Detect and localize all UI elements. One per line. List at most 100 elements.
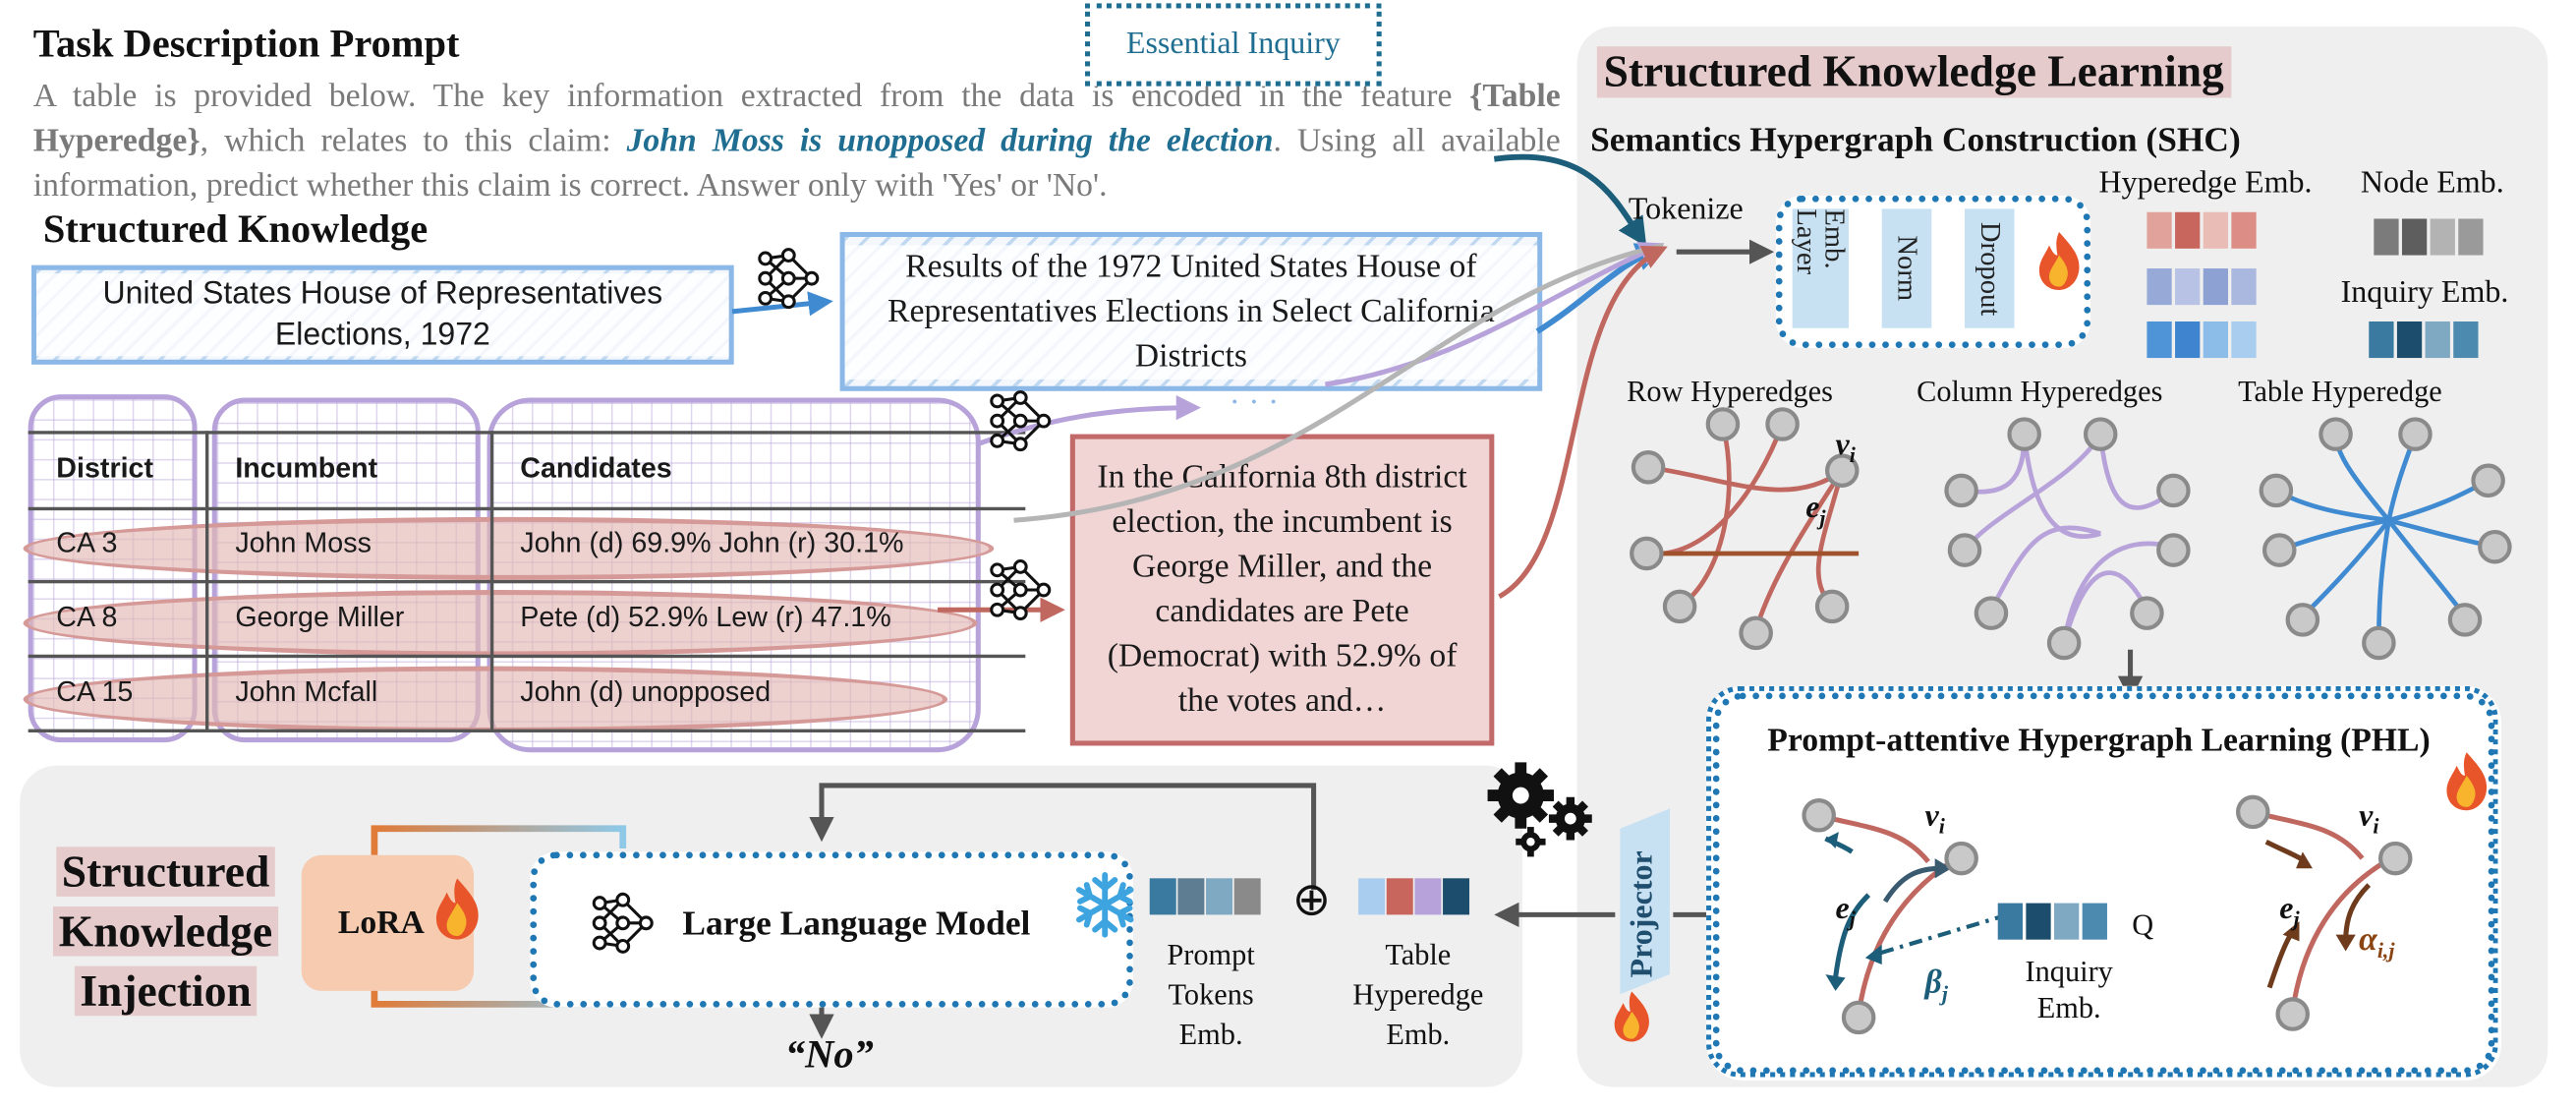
column-hyperedges-label: Column Hyperedges — [1917, 374, 2163, 408]
beta-label: βj — [1924, 964, 1948, 1007]
fire-icon — [435, 878, 479, 940]
emb-square — [2147, 268, 2172, 306]
emb-square — [1443, 878, 1470, 915]
node-emb-label: Node Emb. — [2360, 165, 2504, 201]
phl-v-i-label: vi — [1924, 798, 1945, 839]
table-header-district: District — [56, 452, 154, 485]
e-j-label: ej — [1805, 490, 1826, 531]
row-hyperedges-label: Row Hyperedges — [1627, 374, 1833, 408]
claim-text: John Moss is unopposed during the electi… — [626, 122, 1274, 159]
table-cell: CA 3 — [56, 526, 118, 559]
projector-label: Projector — [1625, 850, 1660, 978]
emb-square — [2175, 268, 2201, 306]
emb-square — [2231, 268, 2257, 306]
arrow-plus-to-llm — [809, 783, 1317, 891]
fire-icon — [2446, 752, 2488, 811]
network-icon — [758, 248, 820, 310]
table-line-top — [28, 431, 1026, 435]
emb-layer-strip: Emb. Layer — [1791, 208, 1851, 328]
tokenize-label: Tokenize — [1628, 192, 1744, 227]
emb-square — [1177, 878, 1205, 915]
emb-square — [2147, 321, 2172, 359]
column-hyperedges-graph — [1944, 417, 2191, 661]
row-text-box: In the California 8th district election,… — [1069, 434, 1495, 746]
table-vline-1 — [205, 431, 209, 732]
emb-square — [2396, 321, 2423, 359]
gears-icon — [1487, 762, 1592, 857]
table-cell: John Mcfall — [235, 675, 378, 708]
phl-right-v-i-label: vi — [2359, 798, 2379, 839]
emb-square — [1997, 903, 2023, 940]
emb-square — [2231, 211, 2257, 249]
prompt-tokens-label: Prompt Tokens Emb. — [1167, 937, 1255, 1051]
fire-icon — [1614, 991, 1649, 1042]
ski-title: Structured Knowledge Injection — [36, 842, 295, 1021]
dropout-strip: Dropout — [1965, 208, 2015, 328]
table-cell: John Moss — [235, 526, 372, 559]
phl-attention-graph — [1802, 797, 2009, 1035]
emb-square — [2175, 211, 2201, 249]
table-vline-2 — [489, 431, 494, 732]
table-cell: Pete (d) 52.9% Lew (r) 47.1% — [520, 601, 891, 633]
emb-square — [2147, 211, 2172, 249]
emb-square — [1233, 878, 1261, 915]
arrow-column-to-tokenize — [1325, 242, 1665, 387]
hyperedge-emb-label: Hyperedge Emb. — [2098, 165, 2313, 201]
emb-square — [2203, 268, 2228, 306]
table-line-1 — [28, 506, 1026, 511]
network-icon — [990, 390, 1052, 452]
phl-title: Prompt-attentive Hypergraph Learning (PH… — [1767, 722, 2431, 759]
emb-square — [2231, 321, 2257, 359]
essential-inquiry-callout: Essential Inquiry — [1085, 3, 1382, 87]
q-label: Q — [2132, 907, 2154, 942]
table-cell: CA 15 — [56, 675, 134, 708]
emb-square — [2401, 218, 2428, 256]
fire-icon — [2038, 231, 2080, 290]
snowflake-icon — [1075, 871, 1134, 938]
arrow-inquiry-to-tokenize — [1493, 153, 1647, 248]
arrow-lora-top — [371, 825, 627, 855]
output-label: “No” — [784, 1033, 874, 1078]
emb-square — [2453, 321, 2479, 359]
emb-square — [2203, 321, 2228, 359]
table-header-candidates: Candidates — [520, 452, 672, 485]
phl-alpha-graph — [2236, 794, 2413, 1031]
shc-title: Semantics Hypergraph Construction (SHC) — [1590, 119, 2241, 159]
emb-square — [1358, 878, 1386, 915]
norm-strip: Norm — [1881, 208, 1932, 328]
arrow-caption-to-summary — [731, 291, 833, 317]
llm-block — [530, 851, 1133, 1008]
table-cell: John (d) unopposed — [520, 675, 772, 708]
phl-e-j-label: ej — [1835, 891, 1856, 931]
table-cell: CA 8 — [56, 601, 118, 633]
hyperedge-token: {Table Hyperedge} — [32, 78, 1561, 159]
plus-symbol: ⊕ — [1291, 874, 1332, 927]
emb-square — [2369, 321, 2394, 359]
emb-square — [2026, 903, 2051, 940]
more-ellipsis: · · · — [1229, 384, 1280, 422]
emb-square — [1149, 878, 1176, 915]
table-hyperedge-emb-label: Table Hyperedge Emb. — [1352, 937, 1484, 1051]
table-hyperedge-graph — [2259, 417, 2512, 661]
emb-square — [1414, 878, 1442, 915]
network-icon — [592, 892, 654, 954]
table-summary-box: Results of the 1972 United States House … — [839, 231, 1543, 391]
table-caption-box: United States House of Representatives E… — [31, 264, 734, 365]
table-hyperedge-label: Table Hyperedge — [2238, 374, 2442, 408]
emb-square — [2458, 218, 2484, 256]
arrow-gray-to-tokenize — [1013, 242, 1664, 523]
emb-square — [2175, 321, 2201, 359]
arrow-columns-to-ellipsis — [976, 394, 1201, 447]
table-header-incumbent: Incumbent — [235, 452, 378, 485]
row-group-ca3 — [23, 516, 995, 580]
emb-square — [2374, 218, 2399, 256]
emb-square — [1386, 878, 1413, 915]
emb-square — [2425, 321, 2450, 359]
v-i-label: vi — [1835, 427, 1856, 467]
inquiry-emb-label: Inquiry Emb. — [2340, 274, 2509, 311]
emb-square — [2430, 218, 2455, 256]
emb-square — [1206, 878, 1233, 915]
emb-square — [2203, 211, 2228, 249]
skl-title: Structured Knowledge Learning — [1596, 46, 2231, 98]
